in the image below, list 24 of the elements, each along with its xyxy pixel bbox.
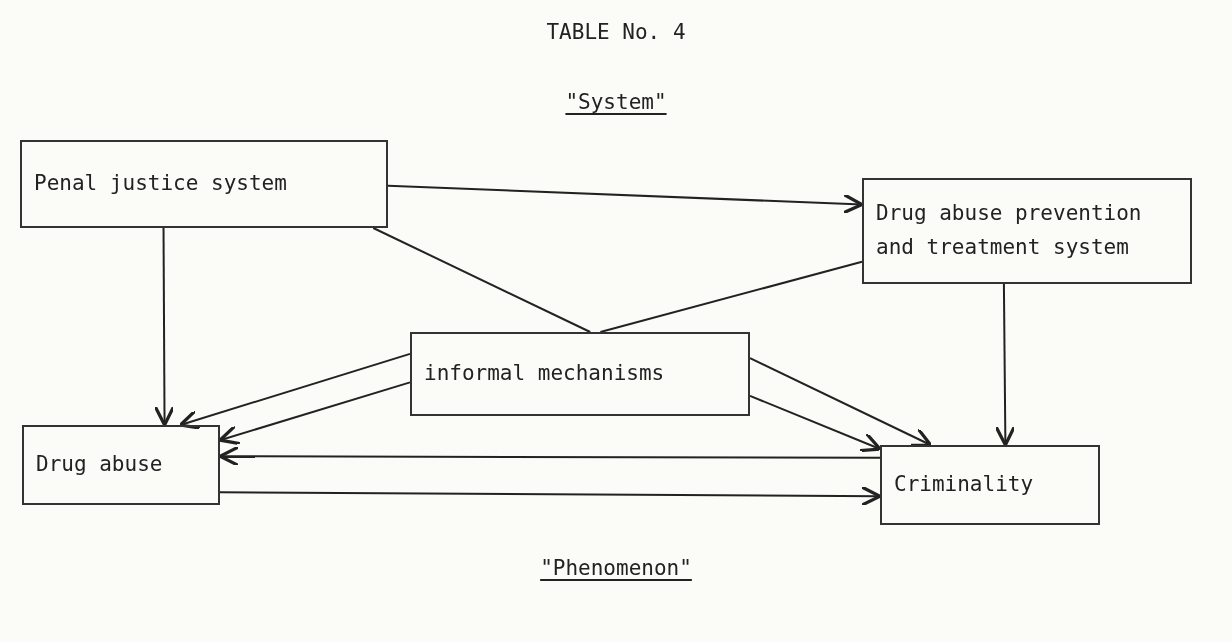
diagram-title: TABLE No. 4 (545, 20, 687, 44)
connector-line (599, 260, 863, 333)
box-label: informal mechanisms (424, 360, 665, 388)
box-label: Drug abuse prevention and treatment system (876, 200, 1143, 261)
box-label: Drug abuse (36, 451, 163, 479)
arrow (218, 445, 881, 467)
box-label: Penal justice system (34, 170, 287, 198)
arrow (178, 352, 411, 430)
arrow (994, 283, 1016, 447)
process-box (862, 178, 1192, 284)
process-box (410, 332, 750, 416)
section-label: "Phenomenon" (539, 556, 693, 580)
arrow (749, 394, 882, 453)
box-label: Criminality (894, 471, 1034, 499)
arrow (387, 184, 864, 215)
arrow (749, 357, 933, 447)
section-label: "System" (564, 90, 668, 114)
process-box (22, 425, 220, 505)
connector-line (372, 227, 592, 333)
arrow (218, 381, 411, 446)
arrow (153, 227, 176, 427)
process-box (20, 140, 388, 228)
arrow (219, 485, 882, 507)
process-box (880, 445, 1100, 525)
